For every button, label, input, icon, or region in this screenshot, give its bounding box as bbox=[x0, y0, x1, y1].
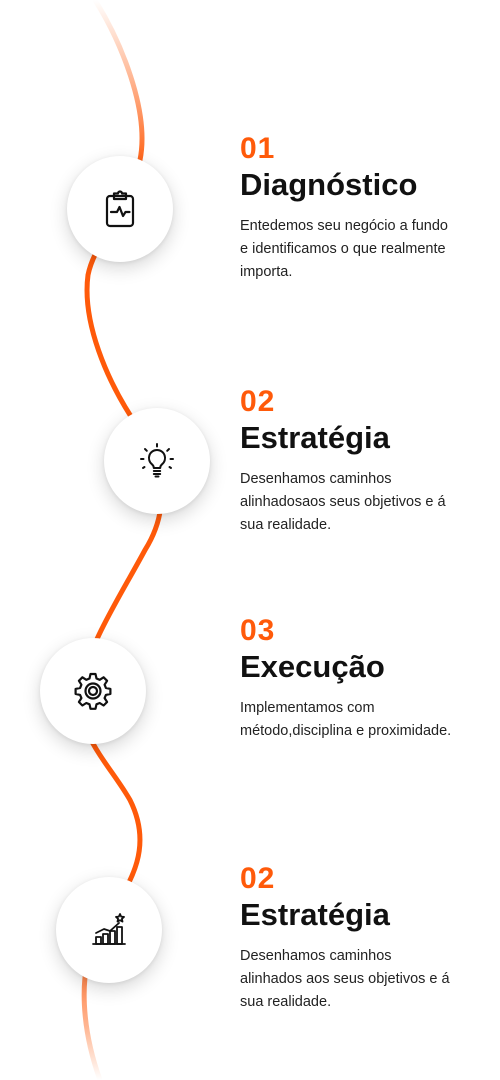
step-number: 02 bbox=[240, 385, 276, 418]
lightbulb-icon bbox=[140, 443, 174, 478]
step-title: Estratégia bbox=[240, 420, 390, 455]
step-description: Desenhamos caminhos alinhados aos seus o… bbox=[240, 948, 450, 1010]
step-1-circle bbox=[67, 156, 173, 262]
step-3-circle bbox=[40, 638, 146, 744]
step-description: Desenhamos caminhos alinhadosaos seus ob… bbox=[240, 471, 446, 533]
step-4-circle bbox=[56, 877, 162, 983]
step-number: 01 bbox=[240, 132, 276, 165]
step-number: 03 bbox=[240, 614, 276, 647]
step-4: 02 Estratégia Desenhamos caminhos alinha… bbox=[240, 863, 480, 1014]
step-2: 02 Estratégia Desenhamos caminhos alinha… bbox=[240, 386, 480, 537]
step-title: Estratégia bbox=[240, 897, 390, 932]
gear-icon bbox=[74, 672, 112, 710]
step-title: Execução bbox=[240, 649, 385, 684]
step-3: 03 Execução Implementamos com método,dis… bbox=[240, 615, 480, 743]
step-title: Diagnóstico bbox=[240, 167, 418, 202]
step-2-circle bbox=[104, 408, 210, 514]
step-description: Implementamos com método,disciplina e pr… bbox=[240, 700, 452, 739]
growth-chart-icon bbox=[92, 913, 126, 945]
step-number: 02 bbox=[240, 862, 276, 895]
step-description: Entedemos seu negócio a fundo e identifi… bbox=[240, 218, 448, 280]
clipboard-pulse-icon bbox=[105, 190, 135, 228]
step-1: 01 Diagnóstico Entedemos seu negócio a f… bbox=[240, 133, 480, 284]
